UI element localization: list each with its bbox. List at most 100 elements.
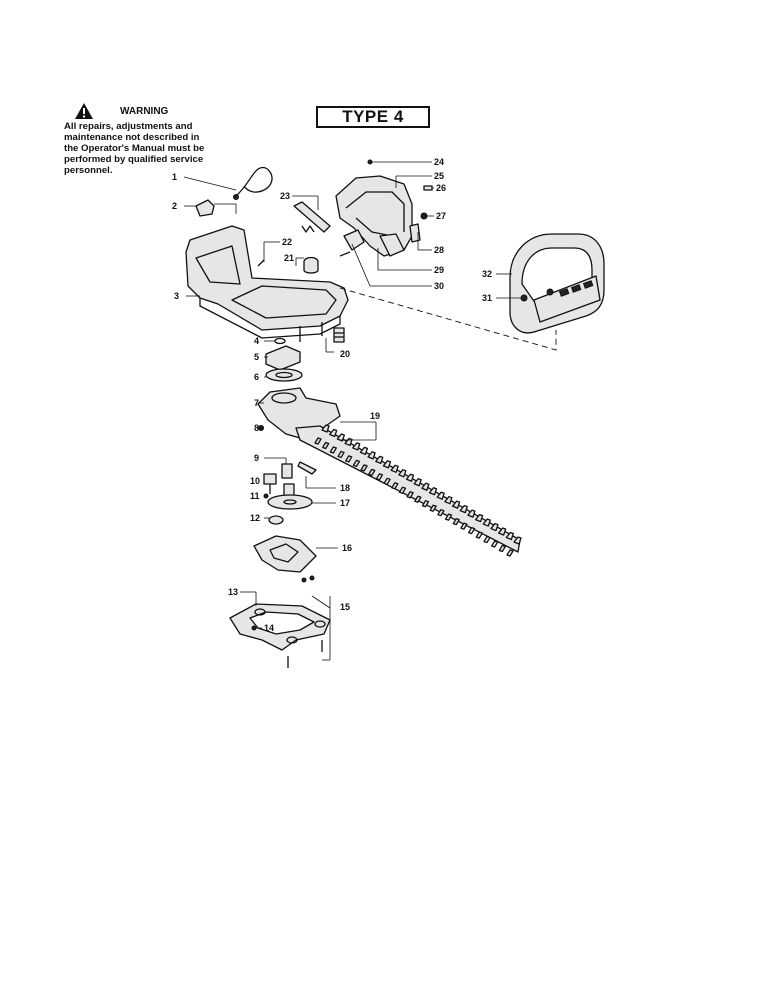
type-label: TYPE 4 <box>316 106 430 128</box>
blade-tooth <box>505 531 514 541</box>
callout-21: 21 <box>284 253 295 263</box>
blade-tooth <box>475 531 483 539</box>
callout-19: 19 <box>370 411 381 421</box>
blade-tooth <box>429 504 437 512</box>
alignment-line <box>339 287 557 351</box>
blade-tooth <box>436 491 445 500</box>
blade-tooth <box>413 478 422 487</box>
part-21-button <box>303 256 319 274</box>
callout-5: 5 <box>254 352 260 362</box>
callout-24: 24 <box>434 157 445 167</box>
callout-15: 15 <box>340 602 351 612</box>
callout-27: 27 <box>436 211 447 221</box>
callout-8: 8 <box>254 423 260 433</box>
part-3-handle-frame <box>185 225 349 342</box>
part-22-pin <box>257 259 265 267</box>
blade-tooth <box>490 540 499 548</box>
blade-tooth <box>452 517 460 526</box>
blade-tooth <box>444 496 453 505</box>
callout-11: 11 <box>250 491 260 501</box>
blade-tooth <box>467 509 476 518</box>
callout-9: 9 <box>254 453 260 463</box>
blade-tooth <box>391 482 399 490</box>
part-28-lever <box>409 223 421 243</box>
blade-tooth <box>368 468 376 477</box>
part-18-key <box>297 461 317 475</box>
part-19-blade <box>295 424 522 557</box>
blade-tooth <box>498 544 506 553</box>
blade-tooth <box>506 549 514 557</box>
blade-tooth <box>444 513 453 521</box>
part-10-eccentric <box>263 473 277 494</box>
blade-tooth <box>390 464 399 473</box>
blade-tooth <box>513 536 522 545</box>
blade-tooth <box>490 522 499 532</box>
part-12-bearing <box>268 515 284 525</box>
warning-header: WARNING <box>64 102 214 120</box>
warning-text: All repairs, adjustments and maintenance… <box>64 121 205 176</box>
part-1-cable <box>233 166 273 200</box>
callout-1: 1 <box>172 172 178 182</box>
part-4-washer <box>274 337 286 345</box>
blade-tooth <box>359 446 369 456</box>
blade-tooth <box>321 424 330 433</box>
part-16-cover <box>253 535 317 573</box>
blade-tooth <box>398 469 407 478</box>
blade-tooth <box>405 473 415 482</box>
blade-tooth <box>483 535 491 544</box>
part-17-gear <box>267 483 313 510</box>
blade-tooth <box>322 441 330 450</box>
blade-tooth <box>428 487 438 496</box>
warning-triangle-icon <box>75 103 93 119</box>
part-6-bearing <box>265 368 303 382</box>
part-14-screw <box>251 625 257 631</box>
callout-20: 20 <box>340 349 351 359</box>
callout-28: 28 <box>434 245 445 255</box>
blade-tooth <box>406 491 414 499</box>
part-16-screw-a <box>301 577 307 583</box>
blade-tooth <box>329 428 338 438</box>
part-9-spacer <box>281 463 293 479</box>
callout-22: 22 <box>282 237 293 247</box>
blade-tooth <box>375 455 384 465</box>
callout-30: 30 <box>434 281 445 291</box>
blade-tooth <box>460 522 468 530</box>
callout-13: 13 <box>228 587 239 597</box>
blade-tooth <box>459 504 468 514</box>
blade-tooth <box>329 446 338 454</box>
callout-7: 7 <box>254 398 260 408</box>
blade-tooth <box>344 437 353 447</box>
callout-26: 26 <box>436 183 447 193</box>
blade-tooth <box>360 464 368 472</box>
part-23-trigger <box>293 201 331 233</box>
callout-31: 31 <box>482 293 493 303</box>
blade-tooth <box>337 450 345 459</box>
part-30-switch <box>339 229 365 257</box>
blade-tooth <box>474 513 484 523</box>
callout-2: 2 <box>172 201 178 211</box>
callout-16: 16 <box>342 543 353 553</box>
part-29-plate <box>379 233 405 257</box>
blade-tooth <box>382 460 392 469</box>
blade-tooth <box>352 459 361 468</box>
blade-tooth <box>383 477 391 485</box>
blade-tooth <box>497 527 507 536</box>
callout-17: 17 <box>340 498 351 508</box>
part-31-screw <box>520 294 528 302</box>
callout-10: 10 <box>250 476 261 486</box>
part-20-stud <box>333 327 345 343</box>
callout-32: 32 <box>482 269 493 279</box>
blade-tooth <box>421 482 430 491</box>
part-2-clip <box>195 199 215 217</box>
blade-tooth <box>314 437 322 445</box>
callout-29: 29 <box>434 265 445 275</box>
blade-tooth <box>367 451 376 460</box>
blade-tooth <box>345 455 353 463</box>
blade-tooth <box>352 442 361 451</box>
blade-tooth <box>437 509 445 517</box>
callout-6: 6 <box>254 372 260 382</box>
blade-tooth <box>421 500 430 508</box>
leader-lines <box>183 161 521 661</box>
part-15-skid-plate <box>229 603 331 651</box>
